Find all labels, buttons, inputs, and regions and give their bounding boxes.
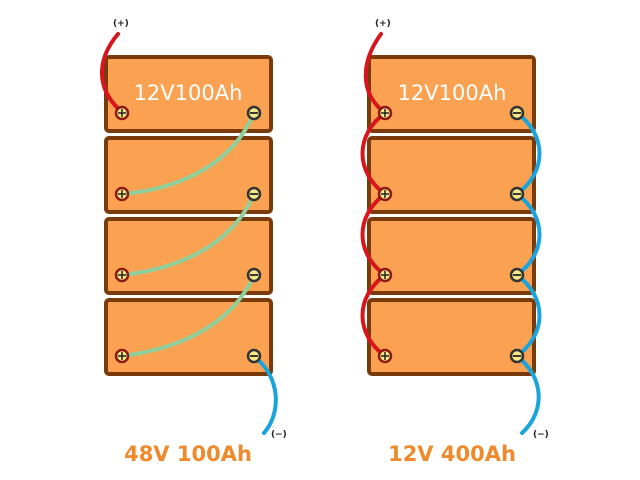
parallel-negative-label: (−)	[533, 430, 549, 440]
series-caption: 48V 100Ah	[124, 442, 252, 466]
parallel-positive-terminals	[377, 105, 393, 364]
series-battery-2	[104, 136, 273, 214]
series-positive-terminals	[114, 105, 130, 364]
series-negative-terminals	[246, 105, 262, 364]
parallel-battery-2	[367, 136, 536, 214]
parallel-negative-terminals	[509, 105, 525, 364]
minus-glyph-icon	[250, 112, 258, 357]
parallel-positive-bus	[360, 111, 389, 358]
plus-glyph-icon	[118, 109, 126, 360]
series-link-wire-3	[120, 273, 256, 358]
series-positive-label: (+)	[113, 19, 129, 29]
minus-glyph-icon	[513, 112, 521, 357]
parallel-positive-wire	[363, 32, 387, 115]
series-positive-wire	[100, 32, 124, 114]
parallel-battery-3	[367, 217, 536, 295]
series-diagram: (+) 12V100Ah (−) 48V 10	[100, 19, 287, 466]
parallel-negative-wire	[515, 354, 541, 435]
series-battery-label: 12V100Ah	[134, 81, 243, 105]
series-negative-label: (−)	[271, 430, 287, 440]
plus-glyph-icon	[381, 109, 389, 360]
parallel-battery-4	[367, 298, 536, 376]
parallel-battery-label: 12V100Ah	[398, 81, 507, 105]
parallel-positive-label: (+)	[375, 19, 391, 29]
series-link-wire-1	[120, 111, 256, 196]
parallel-caption: 12V 400Ah	[388, 442, 516, 466]
series-link-wire-2	[120, 192, 256, 277]
parallel-diagram: (+) 12V100Ah (−) 12V 400Ah	[360, 19, 549, 466]
parallel-negative-bus	[513, 111, 542, 358]
series-negative-wire	[254, 356, 278, 435]
